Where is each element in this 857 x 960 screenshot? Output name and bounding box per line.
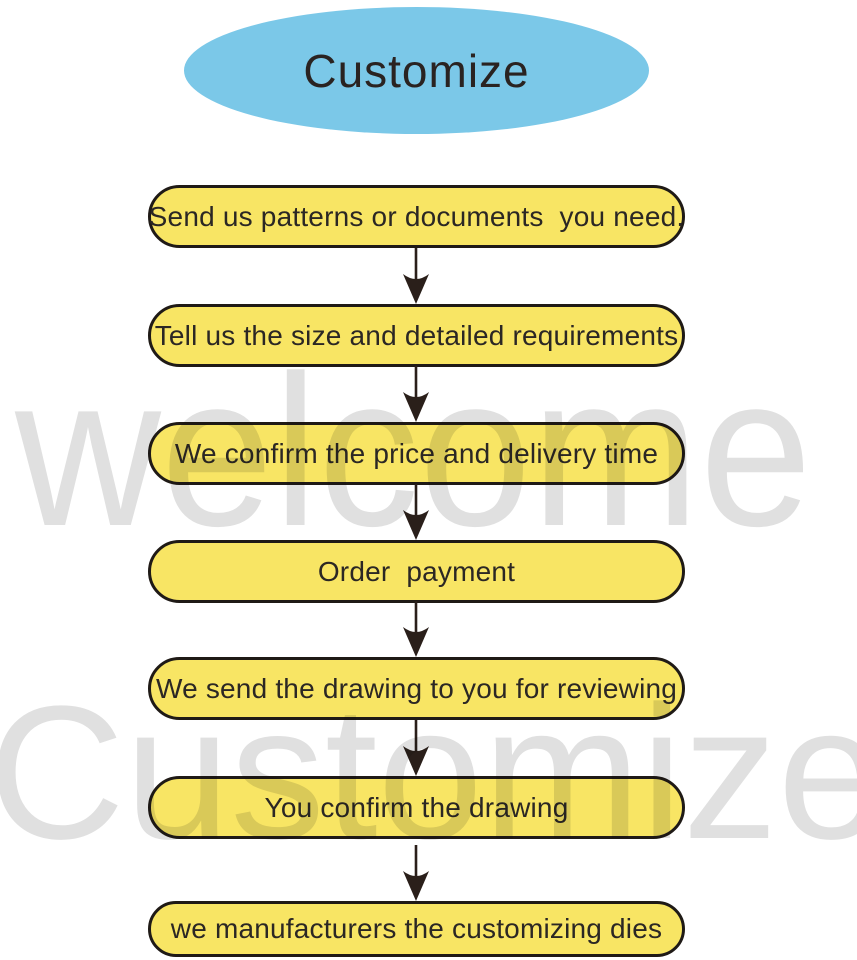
step-label: Tell us the size and detailed requiremen… xyxy=(154,319,679,351)
step-label: we manufacturers the customizing dies xyxy=(170,913,663,944)
arrow-down-icon xyxy=(403,845,429,901)
step-label: We confirm the price and delivery time xyxy=(174,437,659,469)
flowchart-step-confirm-drawing: You confirm the drawing xyxy=(148,776,685,839)
step-label: We send the drawing to you for reviewing xyxy=(155,672,678,704)
flowchart-step-manufacture-dies: we manufacturers the customizing dies xyxy=(148,901,685,957)
step-label: You confirm the drawing xyxy=(264,791,569,823)
flowchart-title: Customize xyxy=(303,44,530,97)
arrow-down-icon xyxy=(403,484,429,540)
flowchart-start-node: Customize xyxy=(184,7,649,134)
arrow-down-icon xyxy=(403,366,429,422)
arrow-down-icon xyxy=(403,601,429,657)
step-label: Order payment xyxy=(317,555,516,587)
flowchart-step-send-patterns: Send us patterns or documents you need. xyxy=(148,185,685,248)
step-label: Send us patterns or documents you need. xyxy=(148,200,685,232)
flowchart-step-send-drawing: We send the drawing to you for reviewing xyxy=(148,657,685,720)
flowchart-step-order-payment: Order payment xyxy=(148,540,685,603)
flowchart-step-confirm-price: We confirm the price and delivery time xyxy=(148,422,685,485)
arrow-down-icon xyxy=(403,720,429,776)
arrow-down-icon xyxy=(403,248,429,304)
flowchart-step-tell-size: Tell us the size and detailed requiremen… xyxy=(148,304,685,367)
